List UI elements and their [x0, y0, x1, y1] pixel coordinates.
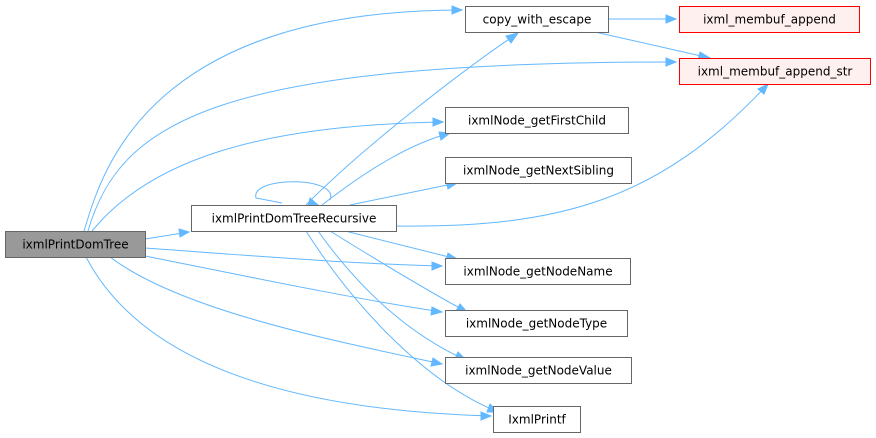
arrowhead	[431, 261, 444, 271]
node-ixmlNode_getNodeValue[interactable]: ixmlNode_getNodeValue	[445, 357, 632, 384]
edge-line	[144, 247, 443, 267]
node-label: IxmlPrintf	[508, 413, 566, 427]
node-label: ixmlPrintDomTree	[22, 238, 128, 252]
edge-ixmlPrintDomTreeRecursive-to-ixml_membuf_append_str	[395, 82, 769, 227]
node-box[interactable]	[493, 406, 581, 433]
node-ixmlNode_getNodeType[interactable]: ixmlNode_getNodeType	[445, 310, 628, 337]
node-label: ixmlNode_getNodeType	[466, 317, 607, 331]
node-label: ixml_membuf_append	[703, 13, 836, 27]
node-label: ixml_membuf_append_str	[698, 65, 853, 79]
node-box[interactable]	[679, 6, 860, 33]
edge-ixmlPrintDomTree-to-ixmlNode_getNodeName	[144, 247, 444, 271]
edge-ixmlPrintDomTree-to-ixmlNode_getFirstChild	[91, 117, 445, 232]
edge-ixmlPrintDomTree-to-ixmlNode_getNodeType	[144, 255, 444, 316]
edge-ixmlPrintDomTreeRecursive-to-ixmlNode_getFirstChild	[321, 131, 452, 206]
node-ixmlNode_getNodeName[interactable]: ixmlNode_getNodeName	[445, 258, 631, 285]
node-copy_with_escape[interactable]: copy_with_escape	[465, 6, 609, 33]
nodes-layer: ixmlPrintDomTree ixmlPrintDomTreeRecursiv…	[5, 6, 871, 433]
edge-line	[321, 132, 451, 206]
node-IxmlPrintf[interactable]: IxmlPrintf	[493, 406, 581, 433]
arrowhead	[430, 357, 444, 367]
node-ixmlNode_getFirstChild[interactable]: ixmlNode_getFirstChild	[445, 107, 629, 134]
node-label: copy_with_escape	[483, 13, 592, 27]
edge-ixmlPrintDomTree-to-copy_with_escape	[83, 5, 464, 232]
node-ixml_membuf_append_str[interactable]: ixml_membuf_append_str	[679, 58, 871, 85]
edge-line	[144, 255, 443, 313]
arrowhead	[757, 82, 769, 95]
edge-line	[91, 121, 444, 232]
edge-line	[329, 230, 468, 313]
node-box[interactable]	[679, 58, 871, 85]
node-box[interactable]	[465, 6, 609, 33]
arrowhead	[451, 5, 464, 15]
edge-line	[85, 256, 492, 417]
edge-line	[395, 83, 769, 227]
arrowhead	[665, 14, 678, 24]
arrowhead	[178, 228, 191, 238]
edge-ixmlPrintDomTree-to-ixmlPrintDomTreeRecursive	[144, 228, 191, 240]
node-ixmlPrintDomTreeRecursive[interactable]: ixmlPrintDomTreeRecursive	[191, 205, 397, 232]
edge-line	[109, 256, 443, 365]
edge-ixmlPrintDomTree-to-IxmlPrintf	[85, 256, 493, 421]
arrowhead	[665, 57, 678, 67]
edge-copy_with_escape-to-ixml_membuf_append	[608, 14, 678, 24]
edge-line	[344, 230, 458, 260]
arrowhead	[430, 306, 444, 316]
node-label: ixmlNode_getFirstChild	[468, 114, 606, 128]
arrowhead	[480, 411, 493, 421]
arrowhead	[505, 32, 520, 44]
edge-line	[305, 230, 499, 413]
node-label: ixmlPrintDomTreeRecursive	[212, 212, 377, 226]
node-box[interactable]	[191, 205, 397, 232]
node-box[interactable]	[445, 157, 632, 184]
node-box[interactable]	[445, 107, 629, 134]
node-label: ixmlNode_getNodeValue	[465, 364, 612, 378]
edge-ixmlPrintDomTreeRecursive-to-ixmlNode_getNodeValue	[317, 230, 468, 361]
edge-copy_with_escape-to-ixml_membuf_append_str	[594, 31, 712, 61]
edge-ixmlPrintDomTreeRecursive-to-ixmlNode_getNextSibling	[349, 180, 459, 206]
edge-ixmlPrintDomTreeRecursive-to-ixmlPrintDomTreeRecursive	[255, 181, 332, 207]
node-box[interactable]	[445, 310, 628, 337]
edge-ixmlPrintDomTree-to-ixmlNode_getNodeValue	[109, 256, 444, 367]
node-ixmlNode_getNextSibling[interactable]: ixmlNode_getNextSibling	[445, 157, 632, 184]
edge-line	[87, 61, 677, 232]
edge-line	[305, 32, 519, 206]
edge-line	[83, 9, 463, 232]
node-ixmlPrintDomTree[interactable]: ixmlPrintDomTree	[5, 231, 146, 258]
node-box[interactable]	[5, 231, 146, 258]
node-label: ixmlNode_getNodeName	[463, 265, 612, 279]
edge-line	[317, 230, 467, 361]
edge-line	[349, 182, 458, 206]
edge-line	[594, 31, 711, 59]
edge-line	[255, 181, 332, 204]
edge-ixmlPrintDomTreeRecursive-to-copy_with_escape	[305, 32, 520, 206]
edge-ixmlPrintDomTreeRecursive-to-ixmlNode_getNodeName	[344, 230, 459, 262]
edges-layer	[83, 5, 769, 421]
node-ixml_membuf_append[interactable]: ixml_membuf_append	[679, 6, 860, 33]
arrowhead	[307, 197, 320, 207]
node-box[interactable]	[445, 357, 632, 384]
node-label: ixmlNode_getNextSibling	[463, 164, 614, 178]
arrowhead	[432, 117, 445, 127]
node-box[interactable]	[445, 258, 631, 285]
edge-ixmlPrintDomTree-to-ixml_membuf_append_str	[87, 57, 678, 232]
